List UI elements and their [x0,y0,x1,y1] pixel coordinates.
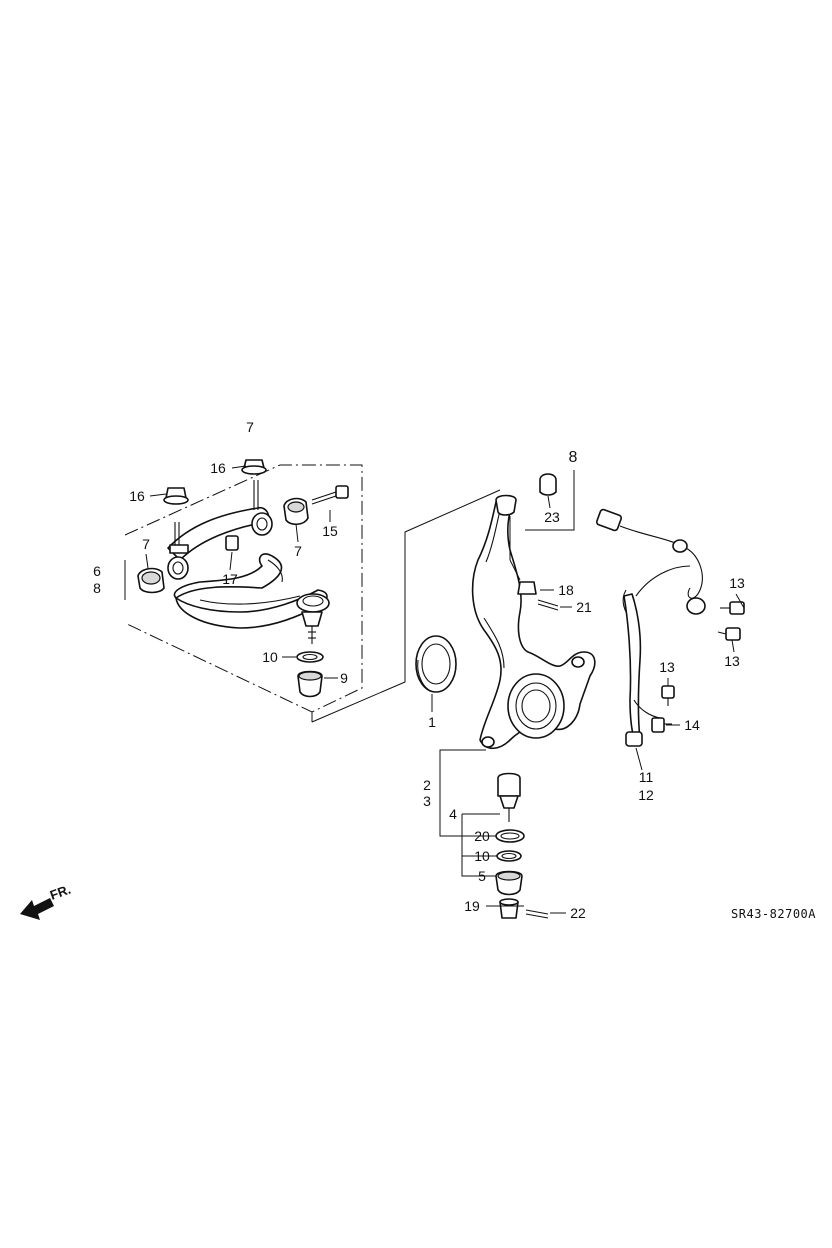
callout-11: 11 [639,769,654,785]
castle-nut-19 [499,898,519,919]
callout-10-upper: 10 [262,649,278,665]
callout-23: 23 [544,509,560,525]
knuckle-group-frame [311,489,501,723]
bolt-13-a [720,601,745,615]
callout-17: 17 [222,571,238,587]
abs-sensor-harness [595,508,706,747]
callout-5: 5 [478,868,486,884]
bolt-15 [311,485,349,505]
callout-16-left: 16 [129,488,145,504]
callout-1: 1 [428,714,436,730]
cotter-pin-21 [537,599,559,611]
lower-joint-frame [439,749,500,877]
bushing-left [137,567,165,594]
callout-2: 2 [423,777,431,793]
callout-13-a: 13 [729,575,745,591]
callout-20: 20 [474,828,490,844]
knuckle-leaders [509,470,575,581]
dust-seal-1 [415,635,457,693]
diagram-code: SR43-82700A [731,907,816,921]
dust-seal-lower [496,850,522,862]
nut-17 [225,535,239,551]
callout-13-c: 13 [659,659,675,675]
callout-16-top: 16 [210,460,226,476]
upper-control-arm [173,553,330,629]
callout-7-mid: 7 [294,543,302,559]
callout-19: 19 [464,898,480,914]
cotter-pin-22 [525,909,549,919]
callout-6: 6 [93,563,101,579]
callout-12: 12 [638,787,654,803]
lower-ball-joint [497,772,521,822]
nut-18 [517,581,537,595]
callout-leaders [145,465,745,914]
bushing-mid [283,497,309,526]
callout-4: 4 [449,806,457,822]
callout-7-left: 7 [142,536,150,552]
callout-8-left: 8 [93,580,101,596]
bolt-13-c [661,685,675,706]
callout-22: 22 [570,905,586,921]
knuckle-top-cap [495,494,517,516]
front-arrow-icon [20,898,54,920]
callout-15: 15 [322,523,338,539]
callout-9: 9 [340,670,348,686]
callout-13-b: 13 [724,653,740,669]
front-direction-label: FR. [48,882,73,903]
upper-arm-bracket [167,480,270,561]
bracket-bushings [167,512,273,580]
cap-23 [539,473,557,496]
front-direction-indicator: FR. [20,882,73,920]
flange-nut-top [241,459,267,475]
upper-ball-joint [301,611,323,644]
callout-21: 21 [576,599,592,615]
callout-8-right: 8 [569,449,578,466]
ball-joint-boot-lower [495,870,523,896]
ball-joint-boot-upper [297,670,323,698]
callout-3: 3 [423,793,431,809]
callout-7-top: 7 [246,419,254,435]
flange-nut-left [163,487,189,505]
callout-14: 14 [684,717,700,733]
steering-knuckle [471,501,596,750]
callout-18: 18 [558,582,574,598]
upper-arm-group-frame [124,464,363,722]
bolt-14 [651,717,672,733]
bolt-13-b [717,627,741,641]
snap-ring-20 [495,829,525,843]
dust-seal-upper [296,651,324,663]
callout-10-lower: 10 [474,848,490,864]
